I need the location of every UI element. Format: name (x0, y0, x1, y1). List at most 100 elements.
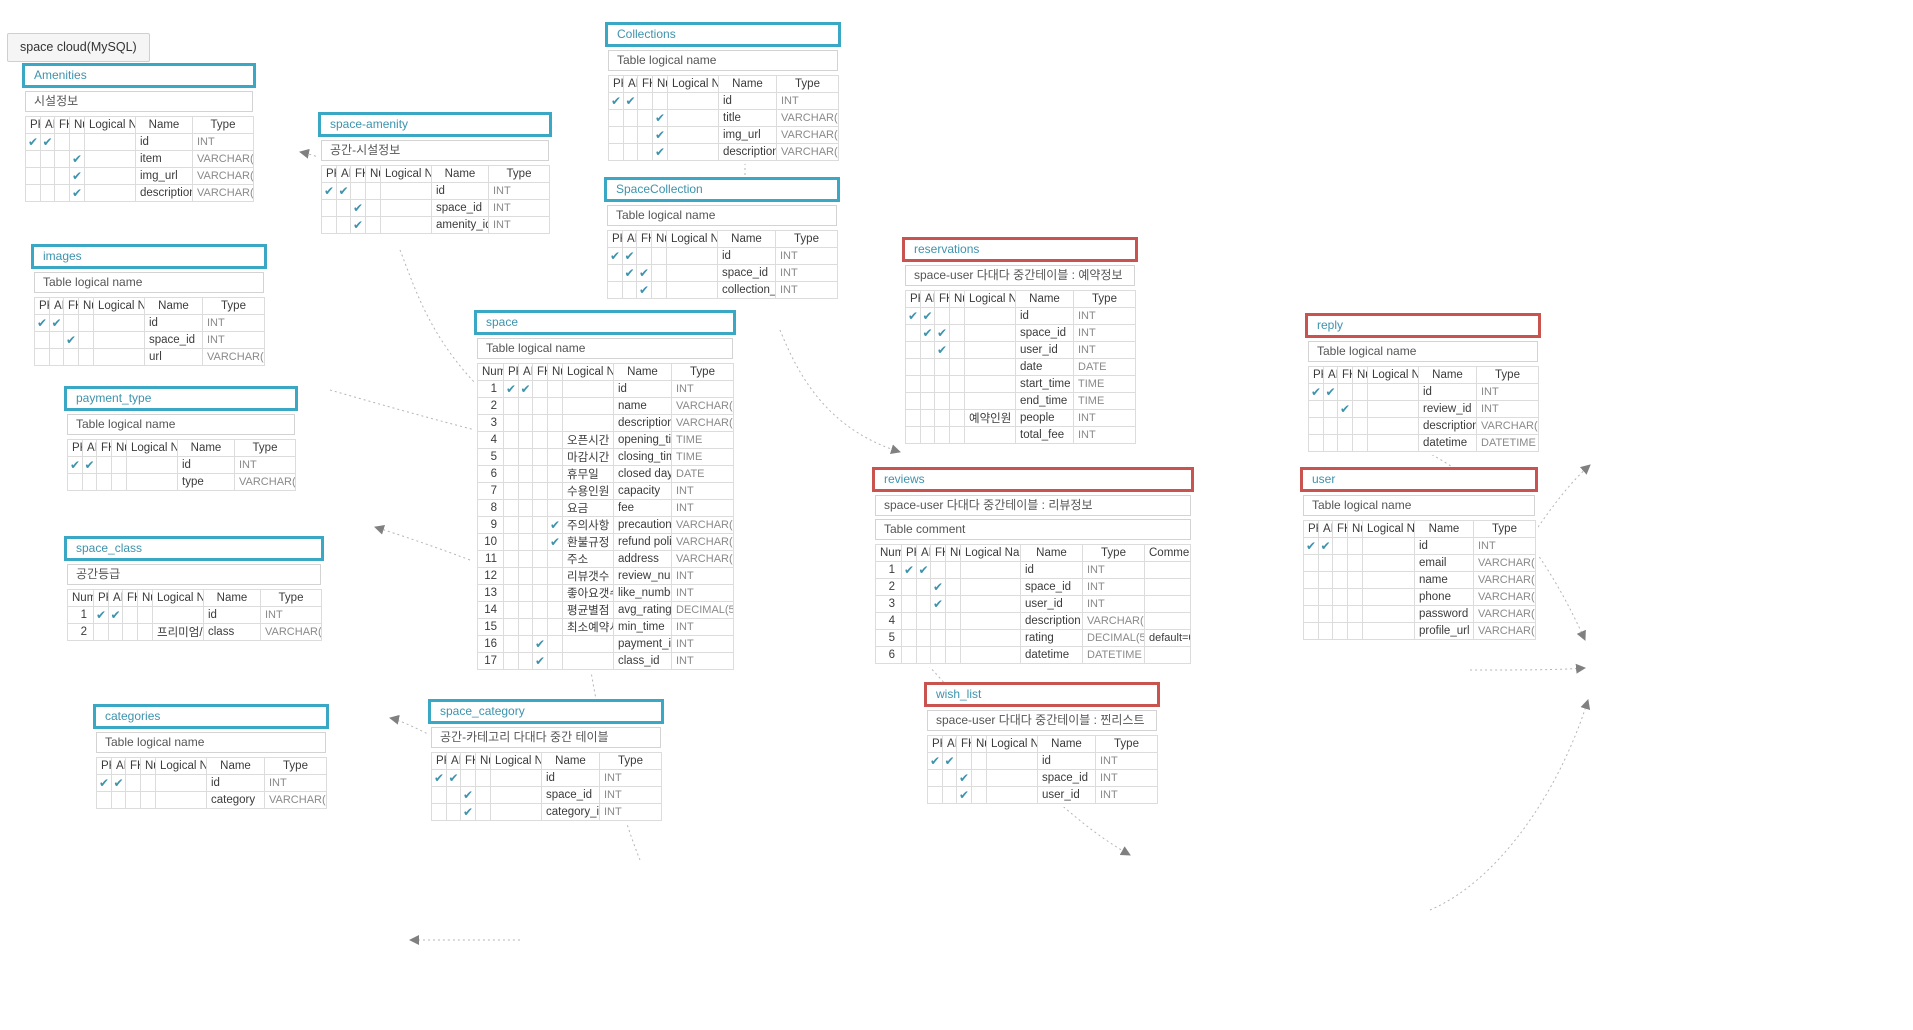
table-title-amenities[interactable]: Amenities (22, 63, 256, 88)
table-logical-name-collections[interactable]: Table logical name (608, 50, 838, 71)
columns-grid-space_category[interactable]: PKAIFKNullLogical NameNameType✔✔idINT✔sp… (431, 752, 662, 821)
columns-grid-space_class[interactable]: NumPKAIFKNullLogical NameNameType1✔✔idIN… (67, 589, 322, 641)
table-logical-name-amenities[interactable]: 시설정보 (25, 91, 253, 112)
table-logical-name-categories[interactable]: Table logical name (96, 732, 326, 753)
column-row[interactable]: 13좋아요갯수like_numberINT (477, 584, 734, 602)
table-title-collections[interactable]: Collections (605, 22, 841, 47)
table-logical-name-space_class[interactable]: 공간등급 (67, 564, 321, 585)
table-logical-name-space_category[interactable]: 공간-카테고리 다대다 중간 테이블 (431, 727, 661, 748)
table-title-reply[interactable]: reply (1305, 313, 1541, 338)
table-title-reservations[interactable]: reservations (902, 237, 1138, 262)
columns-grid-reviews[interactable]: NumPKAIFKNullLogical NameNameTypeComment… (875, 544, 1191, 664)
erd-table-space_class[interactable]: space_class 공간등급 NumPKAIFKNullLogical Name… (64, 536, 324, 644)
table-logical-name-reviews[interactable]: space-user 다대다 중간테이블 : 리뷰정보 (875, 495, 1191, 516)
table-logical-name-payment_type[interactable]: Table logical name (67, 414, 295, 435)
columns-grid-amenities[interactable]: PKAIFKNullLogical NameNameType✔✔idINT✔it… (25, 116, 254, 202)
table-logical-name-space-amenity[interactable]: 공간-시설정보 (321, 140, 549, 161)
column-row[interactable]: 9✔주의사항precautionsVARCHAR(200) (477, 516, 734, 534)
erd-table-amenities[interactable]: Amenities 시설정보 PKAIFKNullLogical NameNameT… (22, 63, 256, 205)
table-title-user[interactable]: user (1300, 467, 1538, 492)
table-title-space_class[interactable]: space_class (64, 536, 324, 561)
columns-grid-reply[interactable]: PKAIFKNullLogical NameNameType✔✔idINT✔re… (1308, 366, 1539, 452)
columns-grid-wish_list[interactable]: PKAIFKNullLogical NameNameType✔✔idINT✔sp… (927, 735, 1158, 804)
table-logical-name-reservations[interactable]: space-user 다대다 중간테이블 : 예약정보 (905, 265, 1135, 286)
table-logical-name-images[interactable]: Table logical name (34, 272, 264, 293)
columns-grid-user[interactable]: PKAIFKNullLogical NameNameType✔✔idINTema… (1303, 520, 1536, 640)
table-title-spacecollection[interactable]: SpaceCollection (604, 177, 840, 202)
table-title-categories[interactable]: categories (93, 704, 329, 729)
columns-grid-images[interactable]: PKAIFKNullLogical NameNameType✔✔idINT✔sp… (34, 297, 265, 366)
erd-table-space-amenity[interactable]: space-amenity 공간-시설정보 PKAIFKNullLogical Na… (318, 112, 552, 237)
table-title-space-amenity[interactable]: space-amenity (318, 112, 552, 137)
table-logical-name-user[interactable]: Table logical name (1303, 495, 1535, 516)
table-title-space_category[interactable]: space_category (428, 699, 664, 724)
columns-grid-categories[interactable]: PKAIFKNullLogical NameNameType✔✔idINTcat… (96, 757, 327, 809)
erd-table-space_category[interactable]: space_category 공간-카테고리 다대다 중간 테이블 PKAIFKNu… (428, 699, 664, 824)
columns-grid-spacecollection[interactable]: PKAIFKNullLogical NameNameType✔✔idINT✔✔s… (607, 230, 838, 299)
table-title-payment_type[interactable]: payment_type (64, 386, 298, 411)
columns-grid-space-amenity[interactable]: PKAIFKNullLogical NameNameType✔✔idINT✔sp… (321, 165, 550, 234)
